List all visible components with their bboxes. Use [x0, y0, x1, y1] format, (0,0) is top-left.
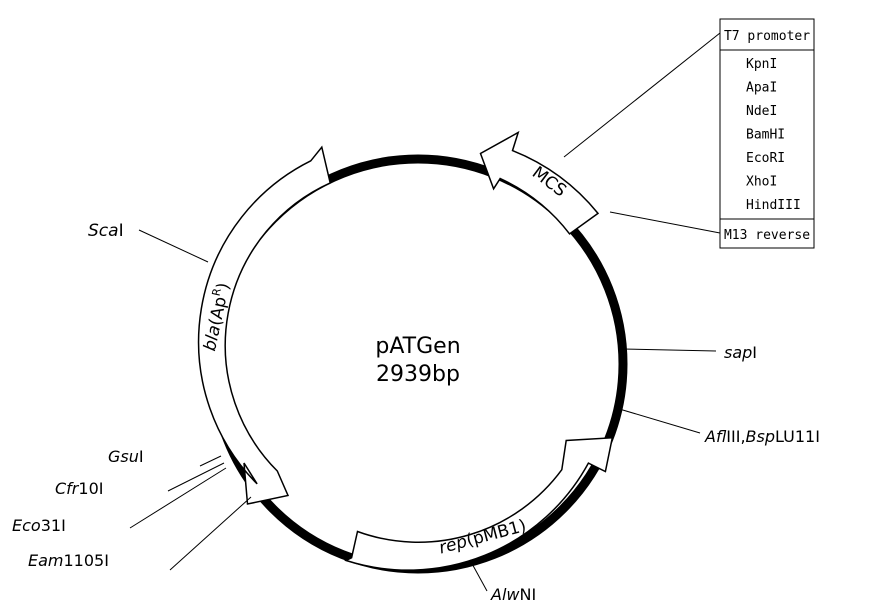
site-sapi: sapI [724, 343, 757, 362]
gsui-leader [199, 455, 222, 467]
site-alwni: AlwNI [490, 585, 536, 604]
alwni-leader [469, 559, 488, 592]
mcs-site-ndei: NdeI [746, 104, 777, 119]
rep-arrow [344, 436, 614, 571]
mcs-site-bamhi: BamHI [746, 128, 785, 143]
mcs-box-leader-bottom [609, 211, 721, 234]
mcs-box-leader-top [563, 32, 721, 158]
cfr10i-leader [167, 462, 225, 492]
mcs-site-xhoi: XhoI [746, 175, 777, 190]
site-cfr10i: Cfr10I [55, 479, 103, 498]
eco31i-leader [129, 467, 227, 529]
mcs-site-apai: ApaI [746, 81, 777, 96]
bla-arrow [197, 145, 332, 505]
mcs-arrow [479, 130, 600, 235]
mcs-box: T7 promoter KpnI ApaI NdeI BamHI EcoRI XhoI Hi… [719, 18, 815, 249]
eam1105i-leader [169, 496, 252, 571]
mcs-site-ecori: EcoRI [746, 151, 785, 166]
afliii-leader [615, 407, 701, 434]
sapi-leader [621, 348, 717, 352]
mcs-box-bottom: M13 reverse [724, 228, 810, 243]
site-eco31i: Eco31I [12, 516, 66, 535]
scai-leader [138, 229, 209, 263]
plasmid-size: 2939bp [376, 362, 460, 387]
mcs-box-sites: KpnI ApaI NdeI BamHI EcoRI XhoI HindIII [746, 57, 801, 213]
mcs-site-kpni: KpnI [746, 57, 777, 72]
plasmid-name: pATGen [375, 334, 460, 359]
mcs-box-top: T7 promoter [724, 29, 810, 44]
mcs-site-hindiii: HindIII [746, 198, 801, 213]
site-scai: ScaI [88, 221, 124, 241]
site-eam1105i: Eam1105I [28, 551, 109, 570]
site-gsui: GsuI [108, 447, 144, 466]
site-afliii-bsplu11i: AflIII,BspLU11I [704, 427, 820, 446]
